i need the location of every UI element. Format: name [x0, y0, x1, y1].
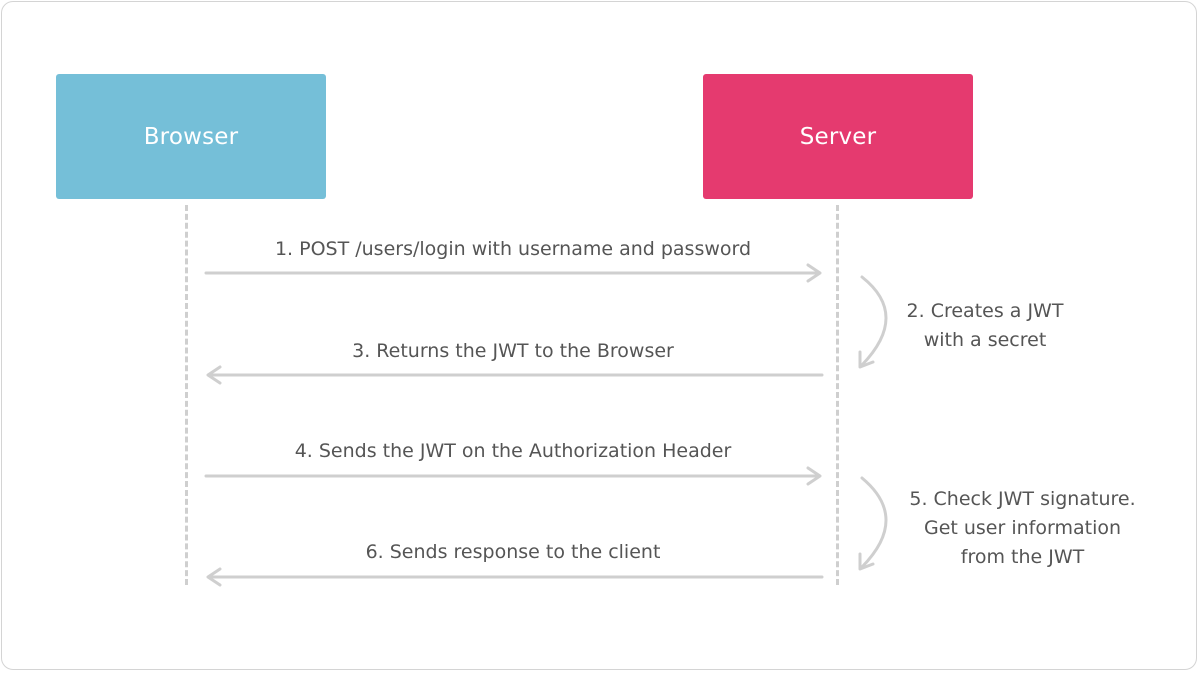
message-6-label: 6. Sends response to the client — [365, 541, 661, 563]
note-1-line-2: with a secret — [923, 329, 1047, 351]
message-3-label: 3. Returns the JWT to the Browser — [352, 340, 674, 362]
message-4-label: 4. Sends the JWT on the Authorization He… — [294, 440, 732, 462]
note-create-jwt: 2. Creates a JWT with a secret — [900, 297, 1070, 355]
message-3-arrow — [206, 365, 824, 385]
browser-label: Browser — [143, 123, 239, 150]
note-check-jwt: 5. Check JWT signature. Get user informa… — [900, 485, 1145, 572]
message-4-arrow — [204, 466, 822, 486]
note-2-line-1: 5. Check JWT signature. — [909, 488, 1136, 510]
self-process-arrow-1 — [858, 275, 888, 369]
server-label: Server — [799, 123, 877, 150]
server-lifeline — [836, 205, 839, 585]
server-actor: Server — [703, 74, 973, 199]
browser-lifeline — [185, 205, 188, 585]
note-2-line-2: Get user information — [923, 517, 1122, 539]
note-2-line-3: from the JWT — [960, 546, 1085, 568]
self-process-arrow-2 — [858, 476, 888, 571]
message-1-arrow — [204, 263, 822, 283]
message-6-arrow — [206, 567, 824, 587]
browser-actor: Browser — [56, 74, 326, 199]
message-1-label: 1. POST /users/login with username and p… — [274, 238, 752, 260]
note-1-line-1: 2. Creates a JWT — [906, 300, 1064, 322]
